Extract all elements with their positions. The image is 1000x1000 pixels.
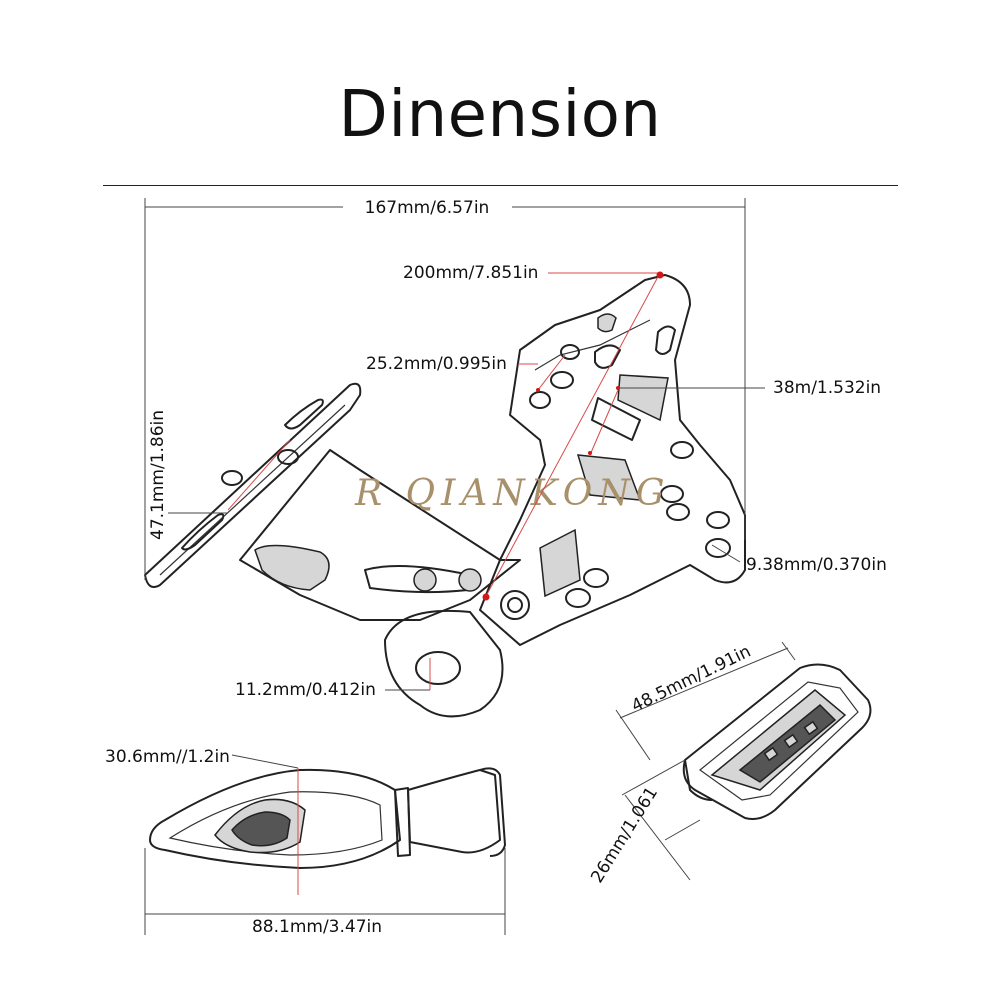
hole-small-dimension: 9.38mm/0.370in bbox=[711, 544, 887, 575]
bracket-width-dimension: 38m/1.532in bbox=[588, 378, 881, 456]
tail-light-drawing bbox=[682, 663, 872, 820]
light-width-label: 48.5mm/1.91in bbox=[628, 642, 754, 717]
light-depth-label: 26mm/1.061 bbox=[587, 783, 662, 886]
overall-width-dimension: 167mm/6.57in bbox=[144, 198, 746, 580]
clamp-hole-label: 11.2mm/0.412in bbox=[235, 680, 376, 700]
watermark-text: R QIANKONG bbox=[354, 473, 670, 514]
turn-signal-drawing bbox=[149, 767, 506, 869]
diagonal-length-label: 200mm/7.851in bbox=[403, 263, 538, 283]
clamp-hole-dimension: 11.2mm/0.412in bbox=[235, 658, 431, 700]
slot-width-label: 25.2mm/0.995in bbox=[366, 354, 507, 374]
light-depth-dimension: 26mm/1.061 bbox=[587, 759, 701, 887]
height-dimension: 47.1mm/1.86in bbox=[148, 410, 291, 540]
diagonal-length-dimension: 200mm/7.851in bbox=[403, 263, 664, 601]
signal-length-dimension: 88.1mm/3.47in bbox=[144, 848, 506, 937]
license-bracket-drawing bbox=[144, 274, 746, 718]
title-divider bbox=[103, 185, 898, 186]
overall-width-label: 167mm/6.57in bbox=[365, 198, 490, 218]
height-label: 47.1mm/1.86in bbox=[148, 410, 168, 540]
signal-length-label: 88.1mm/3.47in bbox=[252, 917, 382, 937]
slot-width-dimension: 25.2mm/0.995in bbox=[366, 354, 566, 392]
hole-small-label: 9.38mm/0.370in bbox=[746, 555, 887, 575]
page-title: Dinension bbox=[338, 78, 662, 152]
signal-height-dimension: 30.6mm//1.2in bbox=[105, 747, 299, 895]
signal-height-label: 30.6mm//1.2in bbox=[105, 747, 230, 767]
bracket-width-label: 38m/1.532in bbox=[773, 378, 881, 398]
